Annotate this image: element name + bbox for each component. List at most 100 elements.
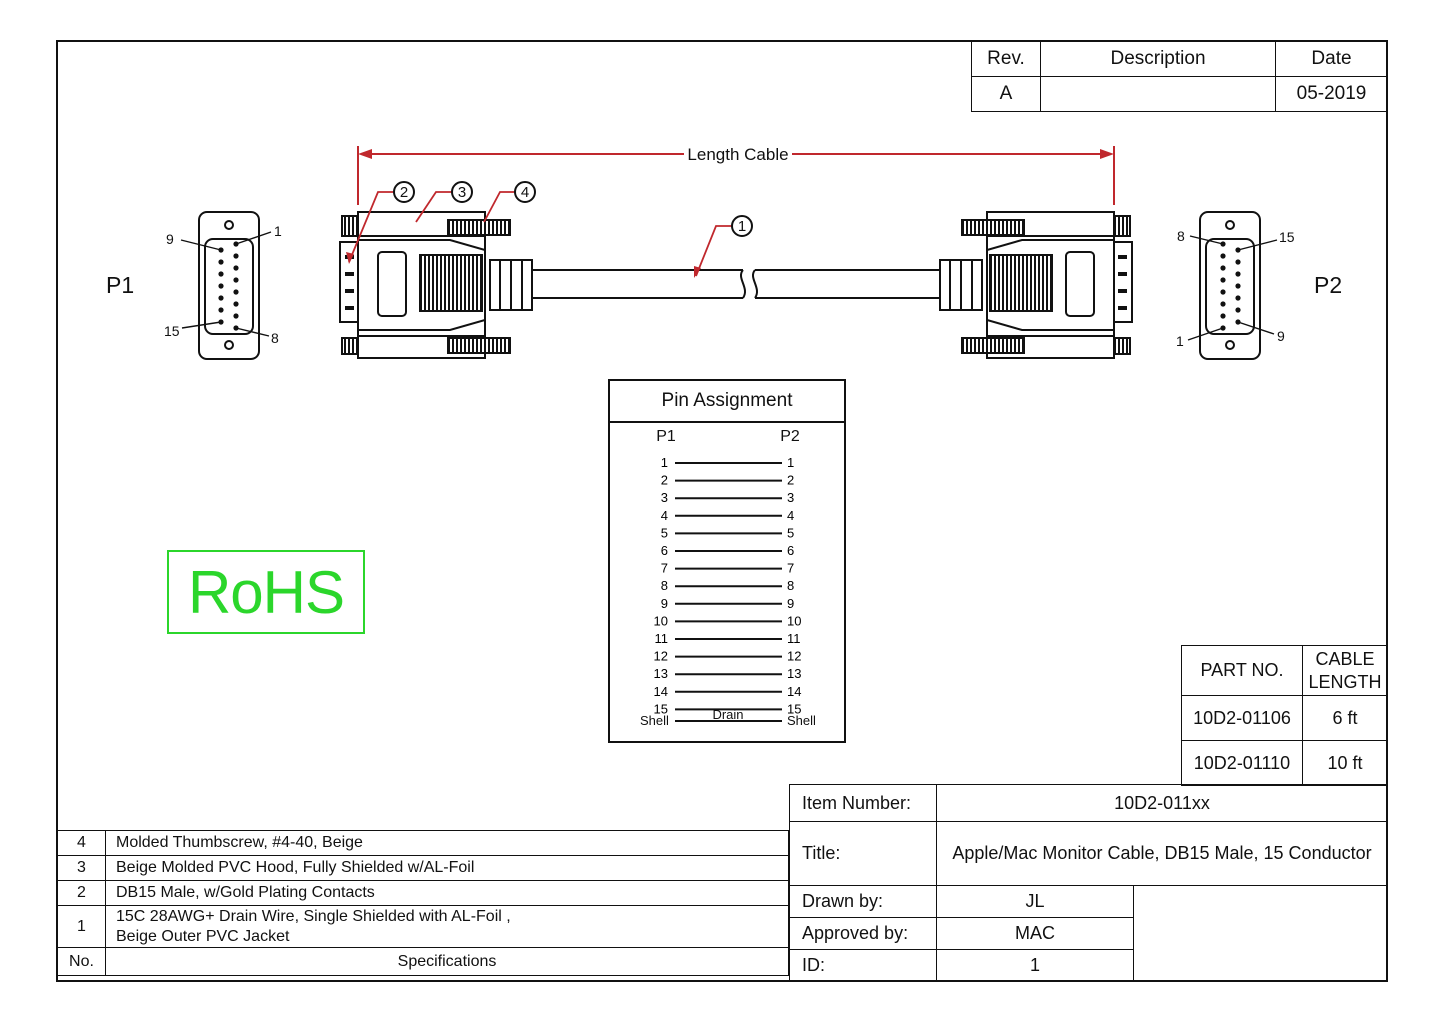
pin-right-number: 10: [787, 613, 801, 628]
cable-length-cell: 10 ft: [1302, 740, 1388, 786]
p2-label: P2: [1314, 272, 1343, 298]
drain-label: Drain: [712, 707, 743, 722]
pin-right-number: 1: [787, 455, 794, 470]
p1-pin-9: 9: [166, 231, 174, 247]
drawing-frame: [56, 40, 1388, 982]
callout-2: 2: [400, 184, 408, 201]
description-value: [1040, 76, 1276, 112]
pin-left-number: 1: [661, 455, 668, 470]
approved-by-value: MAC: [936, 917, 1134, 950]
spec-no: 2: [57, 880, 106, 906]
spec-footer-no: No.: [57, 947, 106, 976]
id-label: ID:: [789, 949, 937, 982]
pin-assignment-title: Pin Assignment: [610, 381, 844, 423]
p1-pin-15: 15: [164, 323, 180, 339]
p1-pin-8: 8: [271, 330, 279, 346]
p2-pin-1: 1: [1176, 333, 1184, 349]
pin-right-number: 15: [787, 701, 801, 716]
spec-text: DB15 Male, w/Gold Plating Contacts: [105, 880, 789, 906]
item-number-label: Item Number:: [789, 784, 937, 822]
pin-right-number: 5: [787, 525, 794, 540]
rohs-mark: RoHS: [167, 550, 365, 634]
cable-length-header: CABLE LENGTH: [1302, 645, 1388, 696]
approved-by-label: Approved by:: [789, 917, 937, 950]
p1-label: P1: [106, 272, 135, 298]
date-value: 05-2019: [1275, 76, 1388, 112]
p2-pin-8: 8: [1177, 228, 1185, 244]
pin-right-number: 8: [787, 578, 794, 593]
spec-text-multiline: 15C 28AWG+ Drain Wire, Single Shielded w…: [105, 905, 789, 948]
callout-1: 1: [738, 218, 746, 235]
title-block-blank: [1133, 885, 1388, 982]
callout-3: 3: [458, 184, 466, 201]
right-connector-side: [939, 211, 1133, 359]
p2-pin-9: 9: [1277, 328, 1285, 344]
pin-left-number: 14: [654, 684, 668, 699]
pin-left-number: 8: [661, 578, 668, 593]
pin-right-number: 9: [787, 596, 794, 611]
spec-text-line-1: 15C 28AWG+ Drain Wire, Single Shielded w…: [116, 907, 511, 925]
shell-right-label: Shell: [787, 713, 816, 728]
part-no-header: PART NO.: [1181, 645, 1303, 696]
p2-pin-15: 15: [1279, 229, 1295, 245]
p2-connector-face: [1187, 211, 1278, 360]
title-label: Title:: [789, 821, 937, 886]
part-no-cell: 10D2-01110: [1181, 740, 1303, 786]
pin-right-number: 3: [787, 490, 794, 505]
title-block: Item Number: 10D2-011xx Title: Apple/Mac…: [789, 784, 1388, 982]
spec-text: Molded Thumbscrew, #4-40, Beige: [105, 830, 789, 856]
item-number-value: 10D2-011xx: [936, 784, 1388, 822]
pin-right-number: 4: [787, 508, 794, 523]
pin-left-number: 12: [654, 649, 668, 664]
pin-right-number: 6: [787, 543, 794, 558]
spec-footer-text: Specifications: [105, 947, 789, 976]
title-value: Apple/Mac Monitor Cable, DB15 Male, 15 C…: [936, 821, 1388, 886]
pin-left-number: 3: [661, 490, 668, 505]
pin-left-number: 5: [661, 525, 668, 540]
spec-no: 3: [57, 855, 106, 881]
pin-left-number: 2: [661, 473, 668, 488]
pin-left-number: 9: [661, 596, 668, 611]
pin-right-number: 14: [787, 684, 801, 699]
callout-leaders: [348, 191, 733, 277]
callout-4: 4: [521, 184, 529, 201]
p1-connector-face: [180, 211, 272, 360]
drawn-by-value: JL: [936, 885, 1134, 918]
cable-drawing: Length Cable 9 1 15 8 8: [164, 145, 1295, 360]
part-number-table: PART NO. CABLE LENGTH 10D2-01106 6 ft 10…: [1181, 645, 1388, 786]
spec-no: 4: [57, 830, 106, 856]
cable-length-cell: 6 ft: [1302, 695, 1388, 741]
pin-left-number: 6: [661, 543, 668, 558]
pin-col-p2: P2: [780, 428, 800, 445]
shell-left-label: Shell: [640, 713, 669, 728]
callout-circles: [393, 181, 753, 237]
revision-table: Rev. Description Date A 05-2019: [971, 41, 1388, 112]
pin-left-number: 4: [661, 508, 668, 523]
pin-left-number: 13: [654, 666, 668, 681]
part-no-cell: 10D2-01106: [1181, 695, 1303, 741]
specifications-table: 4 Molded Thumbscrew, #4-40, Beige 3 Beig…: [57, 830, 789, 976]
spec-no: 1: [57, 905, 106, 948]
left-connector-side: [339, 211, 533, 359]
drawn-by-label: Drawn by:: [789, 885, 937, 918]
pin-left-number: 10: [654, 613, 668, 628]
cable-body: [532, 269, 940, 299]
pin-left-number: 11: [655, 631, 669, 646]
spec-text-line-2: Beige Outer PVC Jacket: [116, 927, 290, 945]
pin-right-number: 2: [787, 473, 794, 488]
spec-text: Beige Molded PVC Hood, Fully Shielded w/…: [105, 855, 789, 881]
pin-right-number: 13: [787, 666, 801, 681]
dimension-label: Length Cable: [687, 145, 788, 164]
id-value: 1: [936, 949, 1134, 982]
pin-col-p1: P1: [656, 428, 676, 445]
pin-right-number: 11: [787, 631, 801, 646]
date-header: Date: [1275, 41, 1388, 77]
dimension-line: [357, 146, 1115, 205]
pin-left-number: 15: [654, 701, 668, 716]
pin-right-number: 12: [787, 649, 801, 664]
rev-value: A: [971, 76, 1041, 112]
p1-pin-1: 1: [274, 223, 282, 239]
pin-right-number: 7: [787, 561, 794, 576]
